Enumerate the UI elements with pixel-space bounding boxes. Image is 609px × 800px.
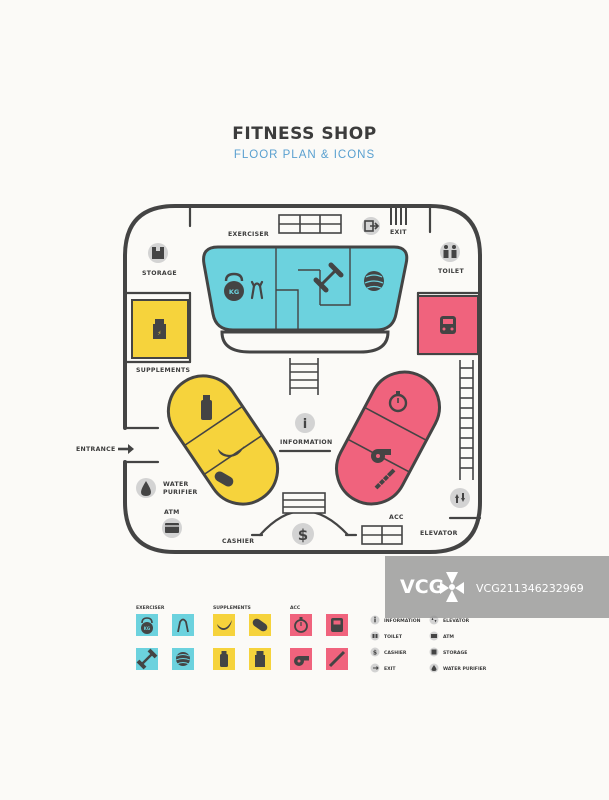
label-information: INFORMATION [280, 439, 332, 446]
svg-text:⚡: ⚡ [157, 330, 161, 337]
legend-storage: STORAGE [429, 647, 467, 657]
information-glyph: i [303, 417, 307, 432]
water-purifier-icon [136, 478, 156, 498]
watermark-brand: VCG [400, 576, 444, 598]
label-supplements: SUPPLEMENTS [136, 367, 190, 374]
legend-tile-gripper [172, 614, 194, 636]
watermark: VCG VCG211346232969 [385, 556, 609, 618]
watermark-id: VCG211346232969 [476, 582, 584, 595]
legend-atm: ATM [429, 631, 454, 641]
label-toilet: TOILET [438, 268, 464, 275]
legend-label-atm: ATM [443, 634, 454, 640]
legend-water-purifier: WATER PURIFIER [429, 663, 487, 673]
legend-label-water-purifier: WATER PURIFIER [443, 666, 487, 672]
banana-icon [218, 446, 244, 457]
label-acc: ACC [389, 514, 404, 521]
legend-kg-label: KG [144, 626, 150, 631]
label-exit: EXIT [390, 229, 407, 236]
label-elevator: ELEVATOR [420, 530, 458, 537]
jump-rope-icon [374, 468, 396, 490]
bottle-icon [201, 395, 212, 420]
label-storage: STORAGE [142, 270, 177, 277]
dumbbell-icon [313, 262, 344, 293]
exerciser-zone [202, 245, 409, 354]
stopwatch-icon [388, 391, 408, 413]
legend-tile-jump-rope [326, 648, 348, 670]
legend-tile-ball [172, 648, 194, 670]
label-purifier: PURIFIER [163, 489, 198, 496]
legend-tile-dumbbell [136, 648, 158, 670]
atm-icon [162, 518, 182, 538]
legend-heading-supplements: SUPPLEMENTS [213, 605, 251, 611]
legend-dollar-glyph: $ [373, 650, 377, 657]
page-subtitle: FLOOR PLAN & ICONS [233, 149, 376, 161]
legend-label-exit: EXIT [384, 666, 396, 672]
legend-tile-pill [249, 614, 271, 636]
legend-label-toilet: TOILET [384, 634, 403, 640]
label-water: WATER [163, 481, 189, 488]
whistle-icon [371, 449, 391, 463]
legend-label-information: INFORMATION [384, 618, 421, 624]
outer-walls [123, 204, 482, 554]
cashier-dollar-icon: $ [292, 523, 314, 545]
storage-icon [148, 243, 168, 263]
cashier-dollar-glyph: $ [298, 526, 308, 544]
page-title: FITNESS SHOP [232, 124, 377, 144]
legend-cashier: $ CASHIER [370, 647, 407, 657]
legend-tile-supplement-jar [249, 648, 271, 670]
legend-label-storage: STORAGE [443, 650, 467, 656]
exercise-ball-icon [364, 271, 384, 291]
label-entrance: ENTRANCE [76, 446, 116, 453]
supplements-shelf: ⚡ [131, 299, 189, 359]
legend-tile-banana [213, 614, 235, 636]
legend-label-cashier: CASHIER [384, 650, 407, 656]
kettlebell-icon: KG [224, 272, 244, 301]
label-cashier: CASHIER [222, 538, 254, 545]
legend-tile-bottle [213, 648, 235, 670]
label-atm: ATM [164, 509, 180, 516]
legend-tile-kettlebell: KG [136, 614, 158, 636]
legend-information: INFORMATION [370, 615, 421, 625]
pill-icon [214, 471, 234, 487]
legend-tile-scale [326, 614, 348, 636]
legend-tile-stopwatch [290, 614, 312, 636]
fixtures [278, 214, 403, 545]
label-exerciser: EXERCISER [228, 231, 269, 238]
hand-gripper-icon [250, 280, 264, 300]
information-icon: i [295, 413, 315, 433]
exit-icon [362, 217, 380, 235]
scale-shelf [417, 295, 479, 355]
legend-exit: EXIT [370, 663, 396, 673]
kettlebell-kg-label: KG [229, 288, 239, 296]
watermark-logo-icon [440, 572, 464, 602]
toilet-icon [440, 242, 460, 262]
elevator-track [459, 360, 474, 480]
legend-toilet: TOILET [370, 631, 403, 641]
acc-capsule [335, 370, 441, 506]
entrance-arrow-icon [118, 444, 134, 454]
center-stairs [289, 358, 319, 395]
elevator-icon [450, 488, 470, 508]
legend-label-elevator: ELEVATOR [443, 618, 470, 624]
legend-tile-whistle [290, 648, 312, 670]
legend-heading-exerciser: EXERCISER [136, 605, 165, 611]
exit-vent [390, 208, 407, 225]
legend-heading-acc: ACC [290, 605, 301, 611]
